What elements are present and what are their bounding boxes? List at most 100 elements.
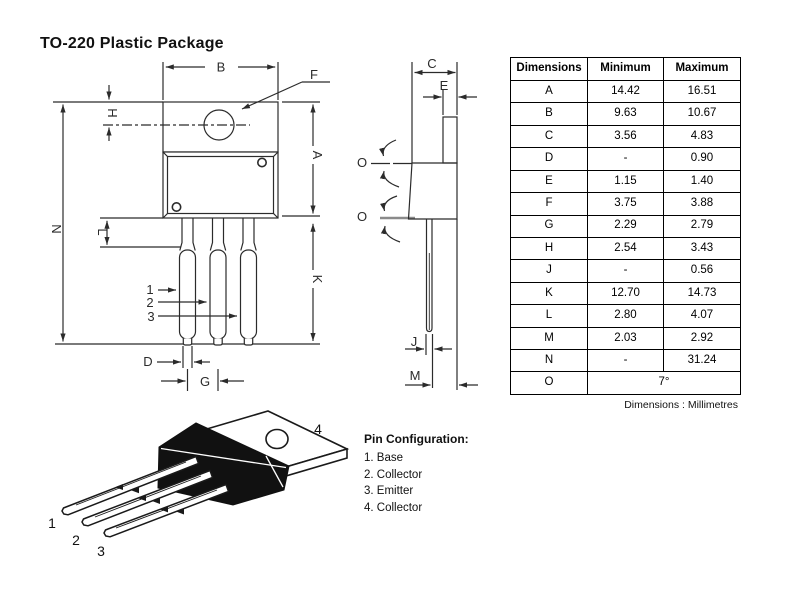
- table-cell: 14.42: [587, 79, 664, 104]
- lead-number-1: 1: [146, 282, 153, 297]
- header-maximum: Maximum: [663, 57, 741, 81]
- dim-label-n: N: [49, 224, 64, 233]
- body-corner-bevels: [162, 151, 279, 219]
- table-row: J-0.56: [510, 259, 741, 283]
- iso-pin-3: 3: [97, 543, 105, 559]
- table-cell: 3.75: [587, 192, 664, 216]
- pin-config-heading: Pin Configuration:: [364, 432, 469, 446]
- dim-label-d: D: [143, 354, 152, 369]
- table-cell: A: [510, 79, 588, 104]
- lead-number-3: 3: [147, 309, 154, 324]
- table-header-row: Dimensions Minimum Maximum: [510, 57, 741, 81]
- table-cell: 0.56: [663, 259, 741, 283]
- dim-label-h: H: [105, 108, 120, 117]
- table-cell: H: [510, 236, 588, 261]
- angle-label-o-bottom: O: [357, 209, 367, 224]
- table-cell: 3.56: [587, 124, 664, 149]
- pin-configuration: Pin Configuration: 1. Base 2. Collector …: [364, 432, 469, 518]
- side-lead-outline: [425, 219, 433, 333]
- table-cell: 1.15: [587, 169, 664, 194]
- table-cell: 2.29: [587, 214, 664, 238]
- table-cell: 2.92: [663, 326, 741, 351]
- table-cell: 2.80: [587, 304, 664, 328]
- iso-mounting-hole: [265, 428, 289, 450]
- iso-view: 1 2 3 4: [48, 410, 350, 559]
- iso-pin-1: 1: [48, 515, 56, 531]
- front-body-inner: [166, 155, 275, 215]
- front-view: B F H A N L K 1 2 3 D G: [49, 60, 330, 391]
- table-cell: 2.79: [663, 214, 741, 238]
- ejector-pin-mark-bottom: [171, 202, 182, 213]
- table-cell: -: [587, 349, 664, 373]
- table-cell: N: [510, 349, 588, 373]
- pin-config-item-3: 3. Emitter: [364, 485, 414, 497]
- table-cell: 2.54: [587, 236, 664, 261]
- table-cell: 3.88: [663, 192, 741, 216]
- side-body-outline: [407, 162, 458, 220]
- front-leads: [178, 218, 258, 346]
- table-row: N-31.24: [510, 349, 741, 373]
- table-cell: 7°: [587, 371, 741, 395]
- table-cell: G: [510, 214, 588, 238]
- iso-pin-4: 4: [314, 421, 322, 437]
- table-cell: F: [510, 192, 588, 216]
- dim-label-m: M: [410, 368, 421, 383]
- units-note: Dimensions : Millimetres: [624, 399, 738, 411]
- ejector-pin-mark-top: [256, 157, 267, 168]
- table-cell: 2.03: [587, 326, 664, 351]
- angle-label-o-top: O: [357, 155, 367, 170]
- dim-label-a: A: [310, 151, 325, 160]
- table-cell: 0.90: [663, 147, 741, 171]
- table-cell: 10.67: [663, 102, 741, 126]
- table-cell: 1.40: [663, 169, 741, 194]
- table-cell: D: [510, 147, 588, 171]
- table-cell: E: [510, 169, 588, 194]
- table-cell: L: [510, 304, 588, 328]
- table-cell: 9.63: [587, 102, 664, 126]
- lead-step-marks: [115, 484, 184, 515]
- table-cell: C: [510, 124, 588, 149]
- pin-config-item-2: 2. Collector: [364, 468, 423, 481]
- dim-label-g: G: [200, 374, 210, 389]
- dim-label-c: C: [427, 56, 436, 71]
- dim-label-k: K: [310, 275, 325, 284]
- front-body-outline: [162, 151, 279, 219]
- table-cell: 3.43: [663, 236, 741, 261]
- table-cell: 16.51: [663, 79, 741, 104]
- pin-config-item-4: 4. Collector: [364, 501, 423, 514]
- dim-label-e: E: [440, 78, 449, 93]
- side-view: C E O O J M: [357, 56, 478, 390]
- dim-label-f: F: [310, 67, 318, 82]
- table-row: D-0.90: [510, 147, 741, 171]
- side-tab-outline: [442, 116, 458, 164]
- table-cell: -: [587, 259, 664, 283]
- dim-label-b: B: [217, 60, 226, 75]
- iso-leads: [61, 455, 230, 538]
- table-cell: 4.83: [663, 124, 741, 149]
- table-cell: -: [587, 147, 664, 171]
- table-cell: K: [510, 281, 588, 306]
- header-minimum: Minimum: [587, 57, 664, 81]
- table-cell: B: [510, 102, 588, 126]
- table-cell: O: [510, 371, 588, 395]
- header-dimensions: Dimensions: [510, 57, 588, 81]
- pin-config-item-1: 1. Base: [364, 452, 403, 464]
- dim-label-j: J: [411, 334, 418, 349]
- table-cell: 14.73: [663, 281, 741, 306]
- iso-pin-2: 2: [72, 532, 80, 548]
- table-cell: 31.24: [663, 349, 741, 373]
- table-cell: M: [510, 326, 588, 351]
